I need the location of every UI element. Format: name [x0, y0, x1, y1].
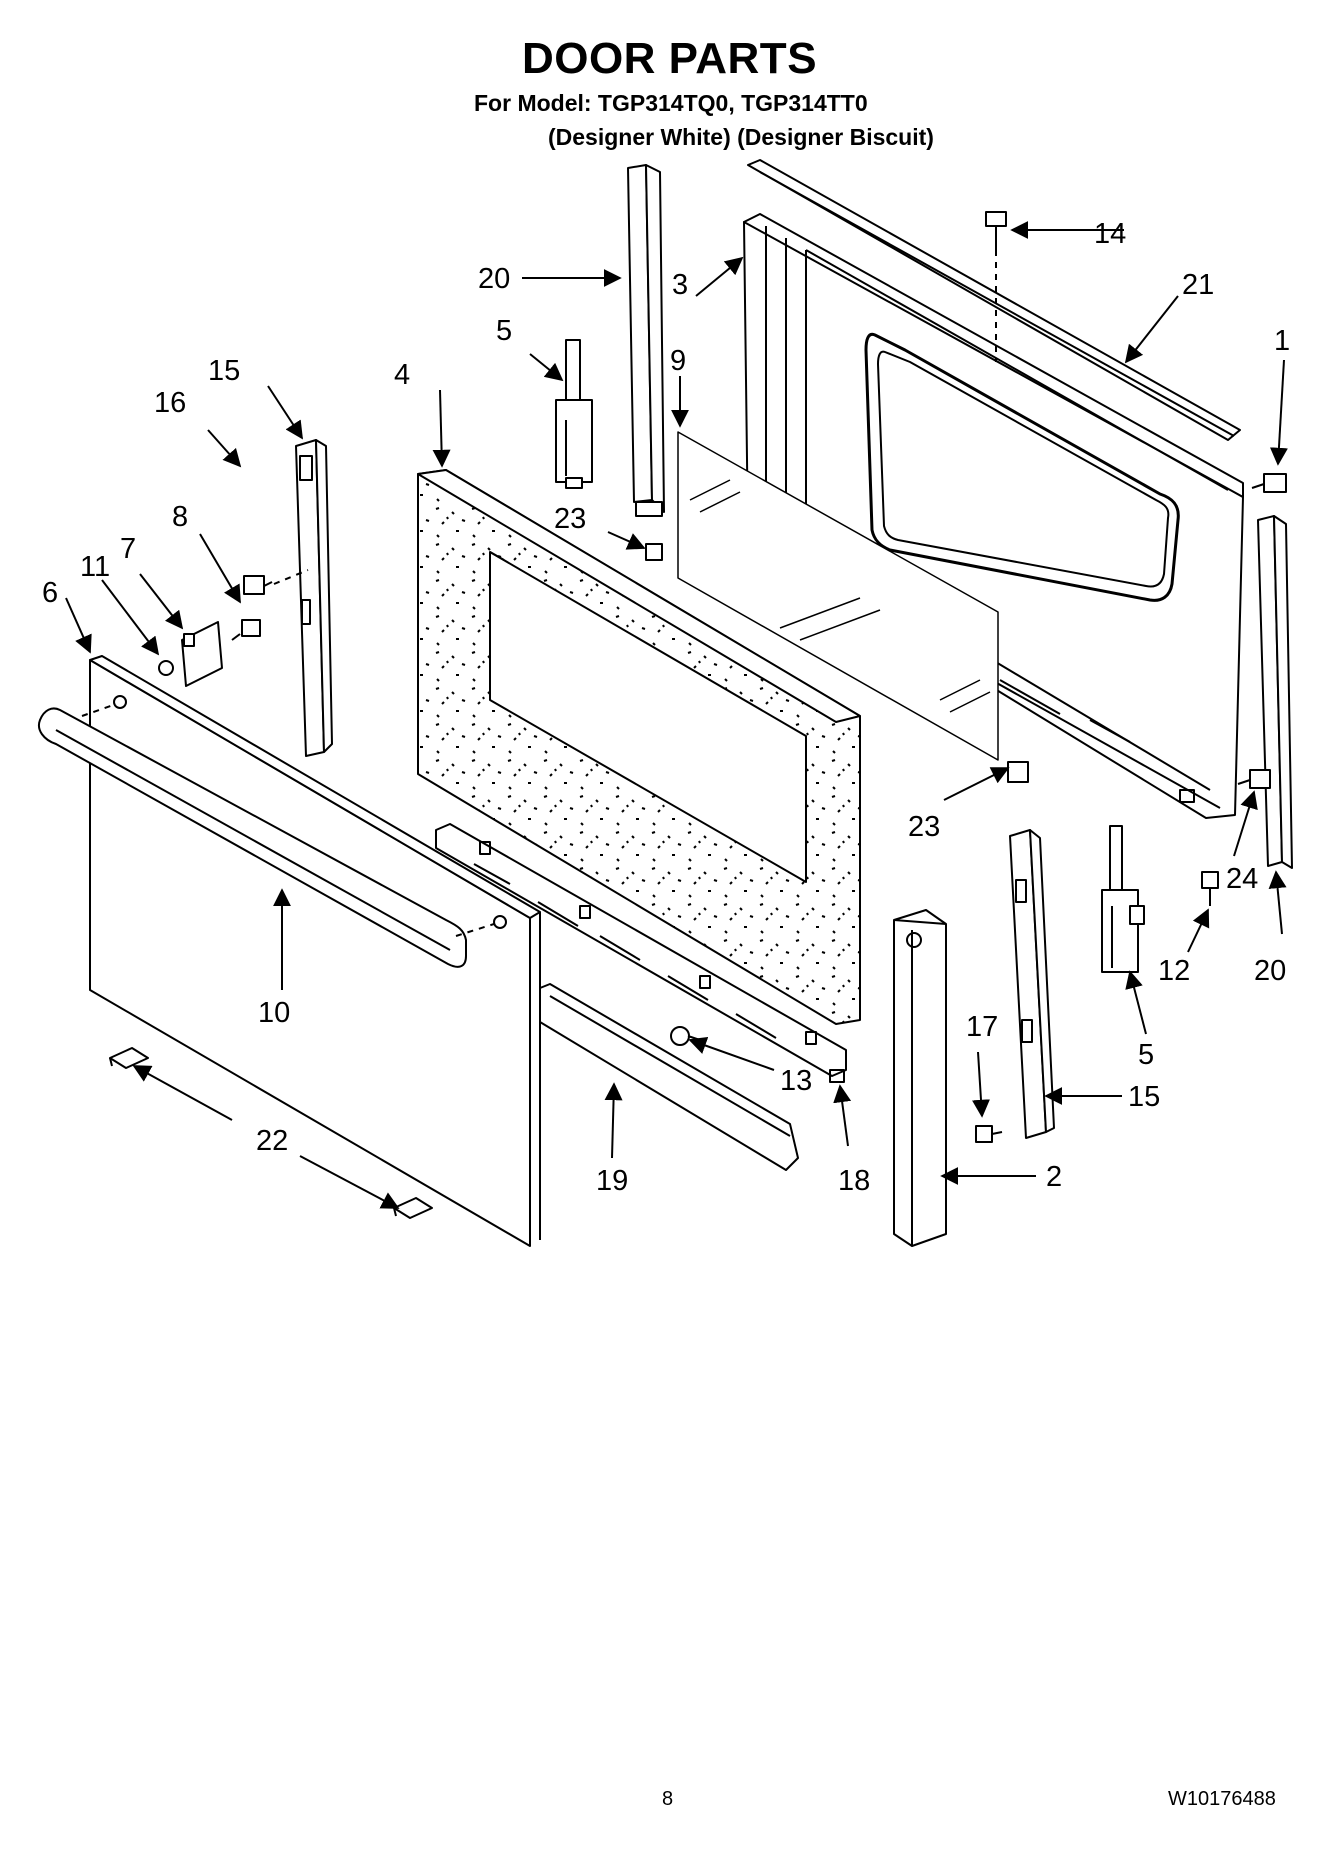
screw-part-1 — [1251, 473, 1287, 493]
callout-17: 17 — [966, 1011, 998, 1043]
callout-23-top: 23 — [554, 503, 586, 535]
screw-part-12 — [1201, 871, 1219, 906]
channel-part-20-right — [1257, 515, 1293, 869]
door-stop-part-22-left — [109, 1047, 149, 1069]
hinge-part-5-left — [555, 339, 593, 489]
door-handle-part-10 — [38, 707, 467, 968]
hinge-part-5-right — [1101, 825, 1145, 973]
callout-16: 16 — [154, 387, 186, 419]
callout-15-left: 15 — [208, 355, 240, 387]
color-line: (Designer White) (Designer Biscuit) — [548, 124, 934, 150]
document-number: W10176488 — [1168, 1788, 1276, 1810]
callout-11: 11 — [80, 551, 110, 583]
callout-6: 6 — [42, 577, 58, 609]
callout-19: 19 — [596, 1165, 628, 1197]
callout-22: 22 — [256, 1125, 288, 1157]
leader-lines — [65, 221, 1288, 1209]
callout-9: 9 — [670, 345, 686, 377]
callout-18: 18 — [838, 1165, 870, 1197]
glass-clip-part-23-top — [645, 543, 663, 561]
callout-13: 13 — [780, 1065, 812, 1097]
screw-part-24 — [1237, 769, 1271, 789]
screw-part-8 — [231, 619, 261, 641]
callout-5-bottom: 5 — [1138, 1039, 1154, 1071]
side-channel-part-15-left — [295, 439, 333, 757]
channel-part-20-left — [627, 164, 665, 517]
callout-23-bottom: 23 — [908, 811, 940, 843]
screw-part-14 — [985, 211, 1007, 256]
glass-panel-part-9 — [677, 431, 999, 761]
model-line: For Model: TGP314TQ0, TGP314TT0 — [474, 90, 868, 116]
callout-20-top: 20 — [478, 263, 510, 295]
side-channel-part-15-right — [1009, 829, 1055, 1139]
screw-part-16 — [243, 575, 273, 595]
page-number: 8 — [662, 1788, 674, 1810]
callout-5-top: 5 — [496, 315, 512, 347]
glass-clip-part-23-bottom — [1007, 761, 1029, 783]
callout-15-right: 15 — [1128, 1081, 1160, 1113]
callout-2: 2 — [1046, 1161, 1062, 1193]
callout-1: 1 — [1274, 325, 1290, 357]
bottom-vent-part-19 — [539, 983, 799, 1171]
callout-21: 21 — [1182, 269, 1214, 301]
callout-20-right: 20 — [1254, 955, 1286, 987]
insulation-part-4 — [417, 469, 861, 1025]
callout-8: 8 — [172, 501, 188, 533]
callout-3: 3 — [672, 269, 688, 301]
callout-24: 24 — [1226, 863, 1258, 895]
callout-14: 14 — [1094, 218, 1126, 250]
end-cap-part-2 — [893, 909, 947, 1247]
page-title: DOOR PARTS — [521, 34, 818, 83]
bottom-rail-part-18 — [435, 823, 847, 1083]
callout-10: 10 — [258, 997, 290, 1029]
washer-part-11 — [158, 660, 174, 676]
door-stop-part-22-right — [393, 1197, 433, 1219]
callout-12: 12 — [1158, 955, 1190, 987]
callout-7: 7 — [120, 533, 136, 565]
callout-4: 4 — [394, 359, 410, 391]
bracket-part-7 — [181, 621, 223, 687]
screw-part-17 — [975, 1125, 1003, 1143]
